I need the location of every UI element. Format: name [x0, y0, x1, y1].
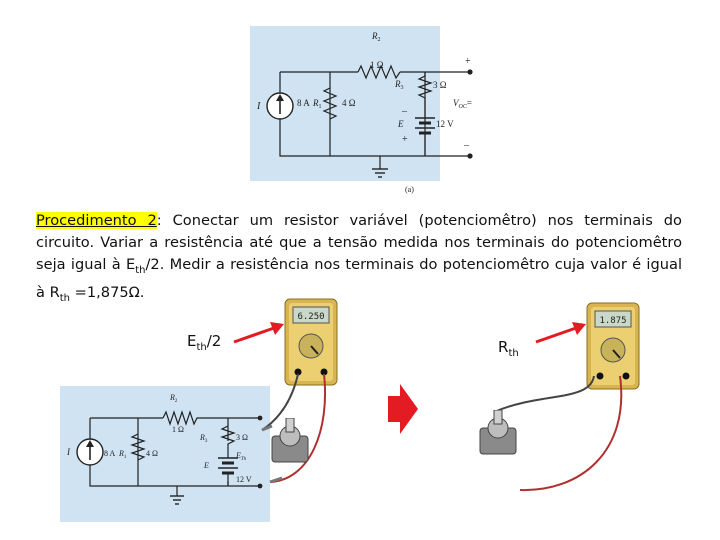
top-r1-value: 4 Ω: [342, 98, 356, 108]
svg-text:R1: R1: [118, 449, 127, 460]
svg-text:ETh: ETh: [235, 451, 247, 462]
top-r2-label: R2: [371, 31, 381, 43]
top-r1-label: R1: [312, 98, 322, 110]
top-r3-value: 3 Ω: [433, 80, 447, 90]
procedure-label: Procedimento 2: [36, 212, 157, 229]
top-r2-value: 1 Ω: [370, 60, 384, 70]
left-probe-leads: [261, 373, 326, 484]
rth-label: Rth: [498, 338, 519, 359]
top-plus-terminal: +: [465, 56, 471, 67]
svg-text:8 A: 8 A: [104, 449, 116, 458]
top-plus-e: +: [402, 134, 408, 145]
svg-text:I: I: [66, 447, 71, 457]
procedure-text: Procedimento 2: Conectar um resistor var…: [36, 212, 682, 304]
svg-text:1 Ω: 1 Ω: [172, 425, 184, 434]
eth-half-label: Eth/2: [187, 332, 222, 353]
svg-text:4 Ω: 4 Ω: [146, 449, 158, 458]
svg-text:3 Ω: 3 Ω: [236, 433, 248, 442]
top-minus-terminal: –: [463, 140, 470, 151]
left-multimeter: 6.250: [284, 298, 338, 386]
top-circuit-diagram: R2 1 Ω R3 3 Ω I 8 A R1 4 Ω – E 12 V + + …: [256, 31, 473, 194]
left-meter-display: 6.250: [297, 312, 324, 322]
top-e-value: 12 V: [436, 119, 454, 129]
svg-text:R3: R3: [199, 433, 208, 444]
right-meter-display: 1.875: [599, 316, 626, 326]
svg-text:E: E: [203, 461, 209, 470]
big-right-arrow-icon: [388, 384, 418, 434]
top-i-label: I: [256, 101, 261, 112]
arrow-to-right-meter: [535, 322, 586, 344]
svg-text:R2: R2: [169, 393, 178, 404]
top-voc-label: VOC=: [453, 98, 472, 110]
top-caption: (a): [405, 185, 414, 194]
right-probe-leads: [493, 375, 623, 492]
top-r3-label: R3: [394, 79, 404, 91]
left-potentiometer: [271, 418, 309, 463]
right-multimeter: 1.875: [586, 302, 640, 390]
top-i-value: 8 A: [297, 98, 310, 108]
top-e-label: E: [397, 119, 404, 129]
arrow-to-left-meter: [233, 322, 284, 344]
svg-text:12 V: 12 V: [236, 475, 252, 484]
bottom-circuit-diagram: R2 1 Ω R3 3 Ω I 8 A R1 4 Ω E 12 V ETh: [66, 393, 263, 505]
right-potentiometer: [479, 410, 517, 455]
top-minus-e: –: [401, 106, 408, 117]
